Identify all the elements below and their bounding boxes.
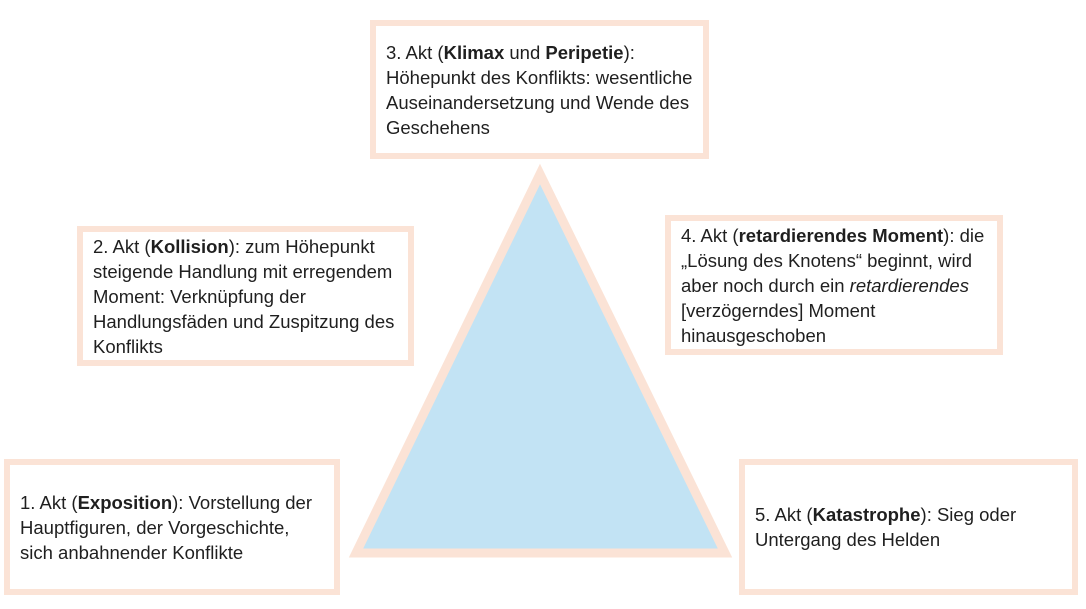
act-3-text: 3. Akt (Klimax und Peripetie): Höhepunkt… xyxy=(386,41,693,138)
act-2-text: 2. Akt (Kollision): zum Höhepunkt steige… xyxy=(93,235,395,357)
act-4-box: 4. Akt (retardierendes Moment): die „Lös… xyxy=(665,215,1003,355)
act-2-box: 2. Akt (Kollision): zum Höhepunkt steige… xyxy=(77,226,414,366)
act-3-term-peripetie: Peripetie xyxy=(545,41,624,63)
act-1-text: 1. Akt (Exposition): Vorstellung der Hau… xyxy=(20,491,312,563)
act-4-term: retardierendes Moment xyxy=(738,224,944,246)
act-3-term-klimax: Klimax xyxy=(443,41,505,63)
act-5-box: 5. Akt (Katastrophe): Sieg oder Untergan… xyxy=(739,459,1078,595)
act-4-text: 4. Akt (retardierendes Moment): die „Lös… xyxy=(681,224,985,346)
act-5-text: 5. Akt (Katastrophe): Sieg oder Untergan… xyxy=(755,504,1017,550)
act-1-term: Exposition xyxy=(77,491,173,513)
act-1-box: 1. Akt (Exposition): Vorstellung der Hau… xyxy=(4,459,340,595)
act-5-term: Katastrophe xyxy=(812,504,921,525)
act-2-term: Kollision xyxy=(150,235,229,257)
pyramid-triangle xyxy=(348,163,733,558)
act-3-box: 3. Akt (Klimax und Peripetie): Höhepunkt… xyxy=(370,20,709,159)
act-4-italic-term: retardierendes xyxy=(849,274,969,296)
